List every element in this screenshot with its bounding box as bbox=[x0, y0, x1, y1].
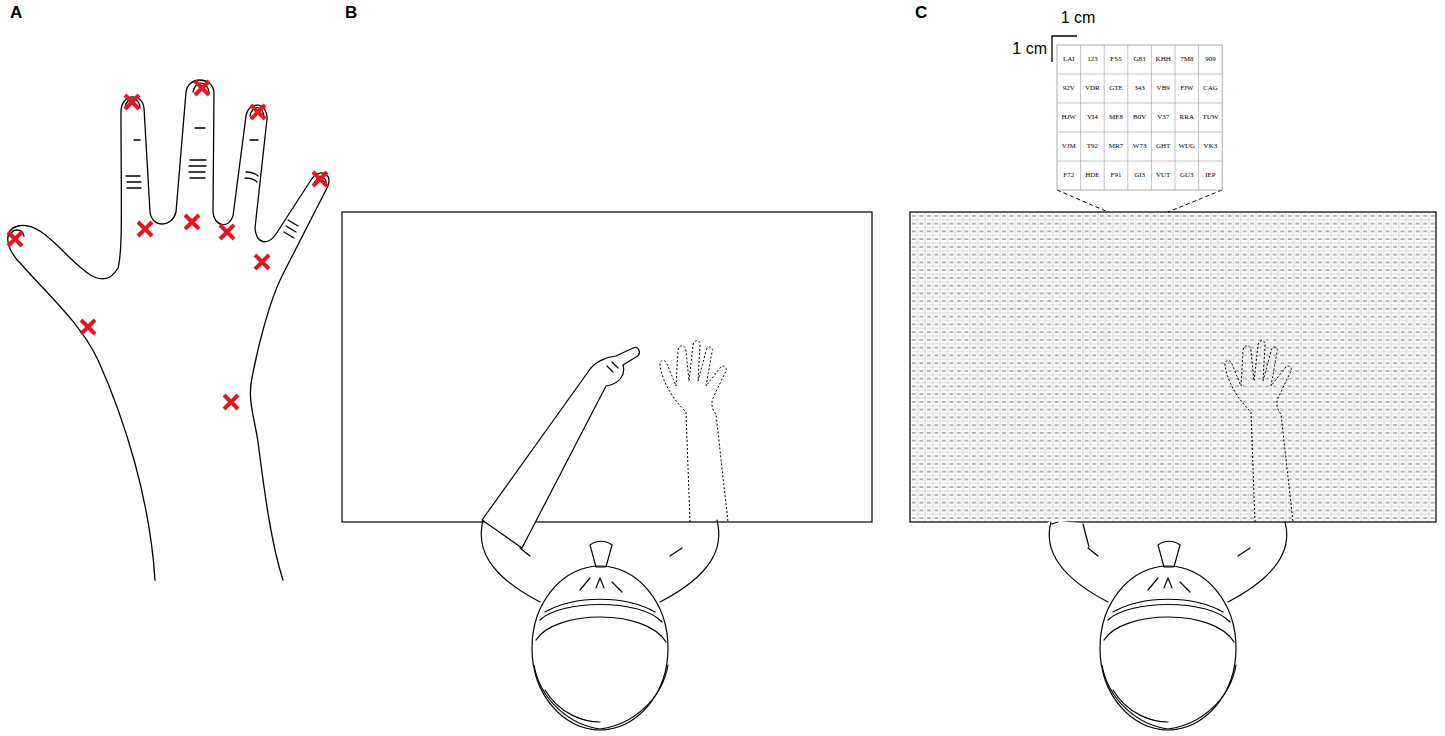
hidden-hand bbox=[660, 341, 728, 522]
table-cell-code: G83 bbox=[1134, 56, 1146, 63]
table-cell-code: GHT bbox=[1156, 143, 1170, 150]
table-cell-code: 7M8 bbox=[1180, 56, 1193, 63]
table-cell-code: WUG bbox=[1178, 143, 1195, 150]
hand-outline bbox=[8, 80, 329, 580]
table-cell-code: B0V bbox=[1133, 114, 1146, 121]
table-cell-code: RRA bbox=[1180, 114, 1194, 121]
table-cell-code: IEP bbox=[1205, 172, 1216, 179]
panel-letter: C bbox=[915, 4, 927, 21]
scale-bar bbox=[1052, 36, 1077, 62]
panel-letter: A bbox=[10, 4, 22, 21]
table-cell-code: VI4 bbox=[1087, 114, 1098, 121]
zoom-callout bbox=[1052, 36, 1222, 212]
scale-label: 1 cm bbox=[1061, 10, 1096, 26]
table-cell-code: V37 bbox=[1157, 114, 1169, 121]
table-cell-code: HDE bbox=[1085, 172, 1099, 179]
scale-label: 1 cm bbox=[1012, 41, 1047, 57]
table-cell-code: ME8 bbox=[1109, 114, 1123, 121]
table-cell-code: VJM bbox=[1062, 143, 1076, 150]
table-cell-code: VUT bbox=[1156, 172, 1170, 179]
table-cell-code: GTE bbox=[1109, 85, 1123, 92]
letter-grid-surface bbox=[910, 212, 1436, 522]
table-cell-code: VDR bbox=[1085, 85, 1100, 92]
participant-figure bbox=[481, 520, 719, 730]
zoom-table bbox=[1057, 45, 1222, 190]
table-cell-code: MR7 bbox=[1109, 143, 1123, 150]
table-cell-code: F91 bbox=[1111, 172, 1122, 179]
table-cell-code: GI3 bbox=[1134, 172, 1145, 179]
hidden-hand bbox=[1225, 341, 1293, 522]
marker-crosses bbox=[8, 81, 327, 409]
table-cell-code: TUW bbox=[1202, 114, 1218, 121]
table-cell-code: VK3 bbox=[1204, 143, 1218, 150]
table-cell-code: 343 bbox=[1134, 85, 1145, 92]
table-cell-code: 123 bbox=[1087, 56, 1098, 63]
knuckle-creases bbox=[126, 128, 298, 238]
zoom-table-lines bbox=[1057, 45, 1222, 190]
table-cell-code: T92 bbox=[1087, 143, 1098, 150]
table-cell-code: LAI bbox=[1063, 56, 1075, 63]
table-cell-code: VB9 bbox=[1157, 85, 1170, 92]
table-cell-code: W73 bbox=[1133, 143, 1147, 150]
table-cell-code: FS5 bbox=[1110, 56, 1121, 63]
table-cell-code: 92V bbox=[1063, 85, 1075, 92]
table-cell-code: GU3 bbox=[1180, 172, 1194, 179]
participant-figure bbox=[1046, 520, 1287, 730]
table-cell-code: FJW bbox=[1180, 85, 1193, 92]
hand-drawing bbox=[8, 80, 329, 580]
table-cell-code: CAG bbox=[1203, 85, 1218, 92]
table-cell-code: F72 bbox=[1063, 172, 1074, 179]
zoom-leader bbox=[1057, 190, 1222, 212]
table-cell-code: HJW bbox=[1062, 114, 1076, 121]
pointing-arm bbox=[482, 347, 639, 548]
table-cell-code: 909 bbox=[1205, 56, 1216, 63]
panel-letter: B bbox=[345, 4, 357, 21]
table-cell-code: KHH bbox=[1156, 56, 1171, 63]
